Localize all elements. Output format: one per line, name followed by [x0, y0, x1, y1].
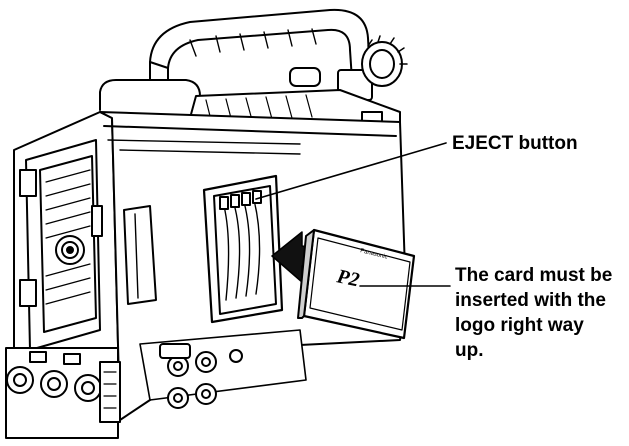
- card-instruction-callout: The card must be inserted with the logo …: [455, 263, 612, 363]
- p2-card: Panasonic P2: [297, 228, 416, 340]
- card-instruction-line-1: The card must be: [455, 265, 613, 286]
- card-instruction-line-3: logo right way: [455, 315, 584, 336]
- xlr-inputs: [5, 347, 121, 439]
- card-instruction-line-4: up.: [455, 340, 484, 361]
- card-instruction-line-2: inserted with the: [455, 290, 606, 311]
- leader-lines: [255, 142, 451, 287]
- lower-connectors: [139, 329, 307, 409]
- card-logo: P2: [334, 265, 361, 291]
- eject-button-callout: EJECT button: [452, 133, 578, 154]
- eject-leader-line: [255, 142, 447, 200]
- battery-plate: [19, 139, 103, 351]
- card-slot-bay: [202, 174, 284, 324]
